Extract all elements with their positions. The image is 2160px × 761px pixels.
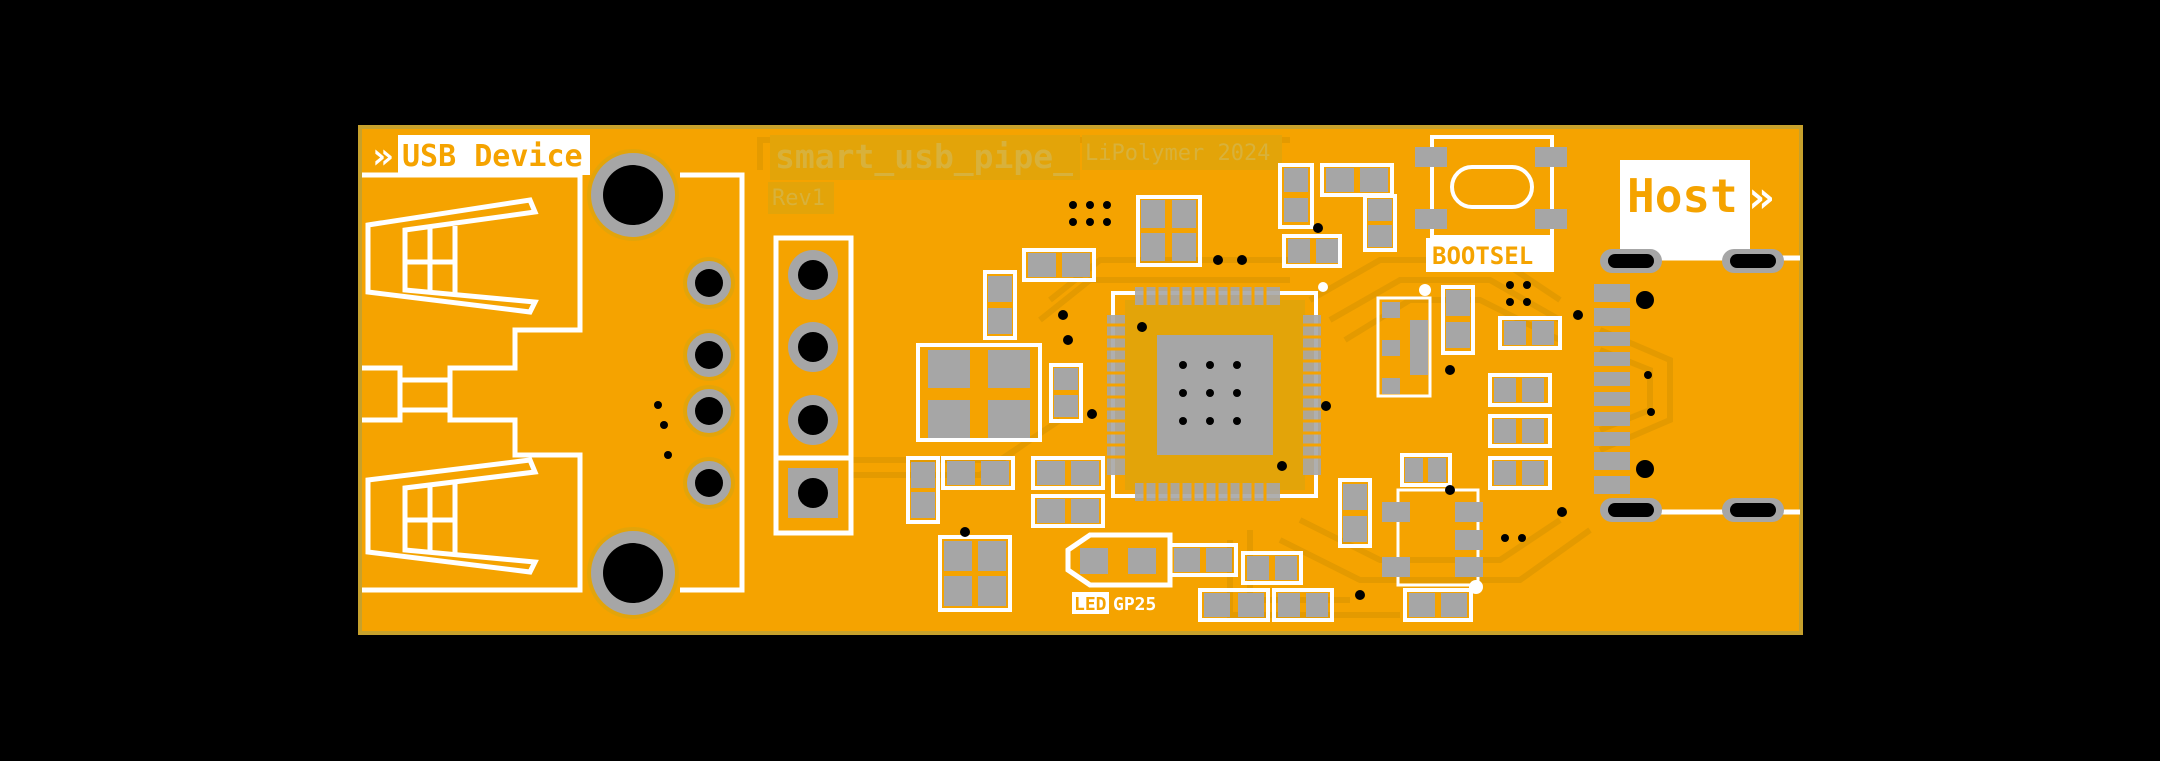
- crystal-oscillator: [916, 343, 1042, 442]
- project-name-bg: [770, 135, 1080, 180]
- usb-a-receptacle-icon: [362, 172, 745, 593]
- led-label: LED: [1074, 594, 1107, 615]
- usb-device-label: USB Device: [402, 139, 583, 174]
- pin-header-icon: [773, 235, 854, 536]
- usb-device-arrow: »: [372, 136, 394, 177]
- vias: [960, 201, 1655, 600]
- tactile-switch-icon: [1415, 135, 1567, 239]
- usb-a-mounting-holes: [587, 149, 679, 619]
- status-led: [1065, 532, 1173, 588]
- passive-components: [906, 163, 1562, 622]
- usb-c-connector-icon: [1594, 249, 1800, 522]
- host-tag: [1620, 160, 1750, 258]
- qfn-chip-icon: [1107, 287, 1321, 501]
- author-year-bg: [1082, 135, 1282, 170]
- author-year: LiPolymer 2024: [1085, 141, 1270, 166]
- regulator-chip: [1376, 296, 1432, 398]
- gp25-label: GP25: [1113, 594, 1156, 615]
- revision-bg: [768, 182, 834, 214]
- led-tag: [1072, 592, 1109, 614]
- usb-a-pins: [654, 257, 735, 509]
- bootsel-label: BOOTSEL: [1432, 242, 1533, 270]
- revision: Rev1: [772, 186, 825, 211]
- sot-transistor: [1382, 488, 1483, 594]
- project-name: smart_usb_pipe_: [775, 137, 1073, 176]
- host-arrow: »: [1748, 172, 1775, 223]
- host-label: Host: [1627, 169, 1738, 223]
- bootsel-tag: [1426, 238, 1554, 272]
- usb-device-tag: [398, 135, 590, 175]
